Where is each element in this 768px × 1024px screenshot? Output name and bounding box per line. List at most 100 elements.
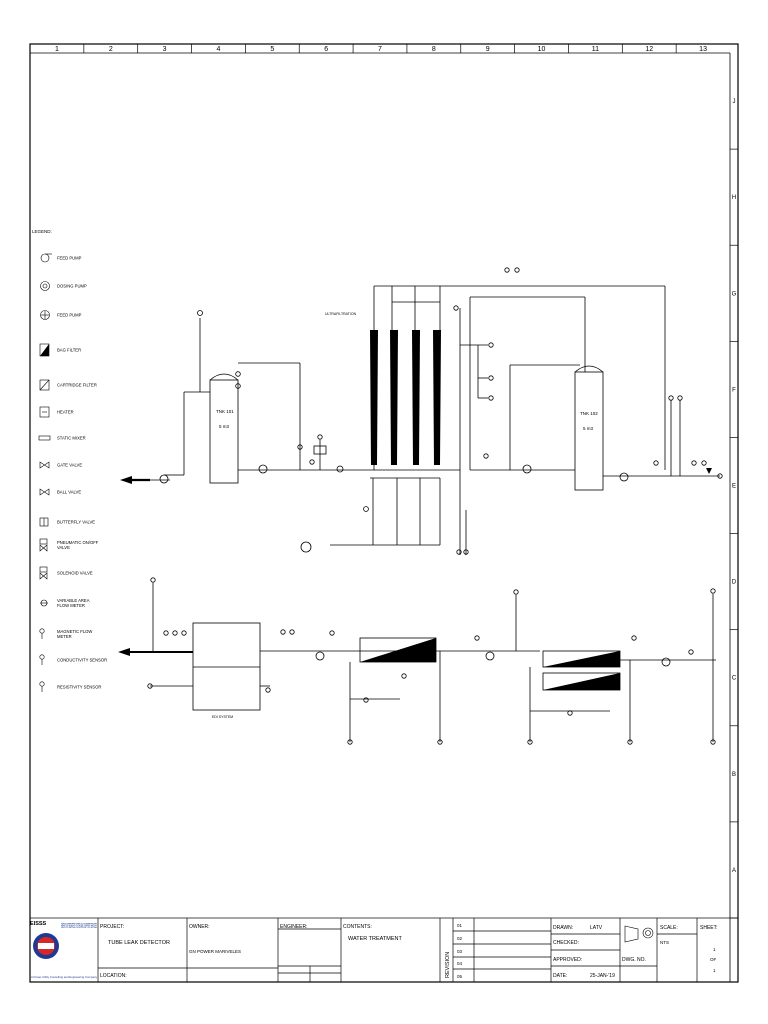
ro-stage2-membrane-a [543, 651, 620, 667]
project-value: TUBE LEAK DETECTOR [108, 940, 170, 946]
feed-pump-icon [40, 253, 52, 263]
title-block [29, 917, 739, 983]
static-mixer-icon [38, 435, 51, 441]
heater-icon [39, 406, 50, 418]
legend-item-label: BAG FILTER [57, 348, 81, 353]
location-label: LOCATION: [100, 973, 127, 979]
legend-item: BAG FILTER [39, 343, 81, 357]
dosing-pump-icon [40, 281, 50, 291]
column-label: 11 [592, 46, 599, 53]
dwg-no-label: DWG. NO. [622, 957, 646, 963]
tank-tnk101-label: TNK 101 [216, 409, 234, 414]
row-label: E [732, 484, 736, 490]
legend-item-label: STATIC MIXER [57, 436, 86, 441]
legend-item: HEATER [39, 406, 74, 418]
tank-tnk102 [574, 371, 604, 491]
date-label: DATE: [553, 973, 567, 979]
row-label: B [732, 772, 736, 778]
ro-stage1-housing [359, 637, 437, 663]
solenoid-valve-icon [39, 566, 48, 580]
column-label: 6 [324, 46, 328, 53]
revision-label: REVISION [445, 952, 451, 978]
revision-number: 03 [457, 949, 463, 954]
legend-item-label: FEED PUMP [57, 313, 82, 318]
ro-stage2-membrane-b [543, 673, 620, 690]
static-mixer [336, 465, 344, 473]
outer-frame [29, 43, 739, 983]
owner-value: GN POWER MARIVELES [189, 949, 241, 954]
projection-symbol-icon [624, 925, 654, 943]
legend-item-label: CONDUCTIVITY SENSOR [57, 658, 107, 663]
legend-item: BALL VALVE [39, 488, 81, 496]
legend-item-label: GATE VALVE [57, 463, 82, 468]
legend-item-label: RESISTIVITY SENSOR [57, 685, 101, 690]
company-tagline: A Power Utility Consulting and Engineeri… [31, 975, 97, 979]
pump-p102 [258, 464, 268, 474]
tank-tnk102-head [574, 365, 604, 373]
legend-item: BUTTERFLY VALVE [39, 517, 95, 527]
conductivity-sensor-icon [39, 654, 45, 665]
ro-stage1-membrane [360, 638, 436, 662]
instrument-bubble [317, 434, 323, 440]
sheet-total: 1 [713, 968, 716, 973]
column-label: 8 [432, 46, 436, 53]
variable-area-flow-meter-icon [40, 599, 48, 607]
column-label: 13 [699, 46, 707, 53]
resistivity-sensor-icon [39, 681, 45, 692]
edi-unit [192, 622, 261, 711]
pump-p104 [619, 472, 629, 482]
upper-process-train: TNK 101 5 m3 ULTRAFILTRATION [120, 267, 723, 555]
sheet-of: OF [710, 957, 717, 962]
legend-item-label: FEED PUMP [57, 256, 82, 261]
legend-item: CONDUCTIVITY SENSOR [39, 654, 107, 665]
legend-item: FEED PUMP [40, 310, 82, 320]
row-label: C [732, 676, 737, 682]
revision-number: 04 [457, 961, 463, 966]
row-label: F [732, 387, 736, 393]
legend-item-label: DOSING PUMP [57, 284, 87, 289]
legend-item: SOLENOID VALVE [39, 566, 93, 580]
legend: LEGEND: FEED PUMP DOSING PUMP FEED PUMP BAG… [32, 229, 107, 692]
column-label: 4 [217, 46, 221, 53]
magnetic-flow-meter-icon [39, 628, 45, 639]
uf-module-3 [412, 330, 420, 465]
approved-label: APPROVED: [553, 957, 582, 963]
tank-tnk102-volume: 5 m3 [583, 426, 594, 431]
check-valve [706, 468, 712, 474]
tank-tnk101-volume: 5 m3 [219, 424, 230, 429]
row-label: D [732, 580, 737, 586]
legend-item-label: HEATER [57, 410, 74, 415]
backwash-pump [300, 541, 312, 553]
cartridge-filter-icon [39, 379, 50, 391]
revision-number: 02 [457, 936, 463, 941]
feed-pump-p101 [159, 474, 169, 484]
instrument-bubble [197, 310, 203, 316]
bag-filter-icon [39, 343, 50, 357]
tank-tnk102-label: TNK 102 [580, 411, 598, 416]
butterfly-valve-icon [39, 517, 49, 527]
product-outlet-arrow [118, 648, 130, 656]
row-label: H [732, 195, 736, 201]
pump-p106 [485, 651, 495, 661]
company-logo-text: EISSS [30, 921, 47, 927]
column-label: 2 [109, 46, 113, 53]
pump-p105 [315, 651, 325, 661]
legend-title: LEGEND: [32, 229, 52, 234]
column-label: 3 [163, 46, 167, 53]
legend-item: GATE VALVE [39, 461, 82, 469]
column-label: 9 [486, 46, 490, 53]
lower-process-train: EDI SYSTEM [118, 577, 716, 745]
date-value: 25-JAN-'19 [590, 973, 615, 979]
contents-value: WATER TREATMENT [348, 936, 403, 942]
pump-p107 [661, 657, 671, 667]
contents-label: CONTENTS: [343, 924, 372, 930]
uf-module-2 [390, 330, 398, 465]
